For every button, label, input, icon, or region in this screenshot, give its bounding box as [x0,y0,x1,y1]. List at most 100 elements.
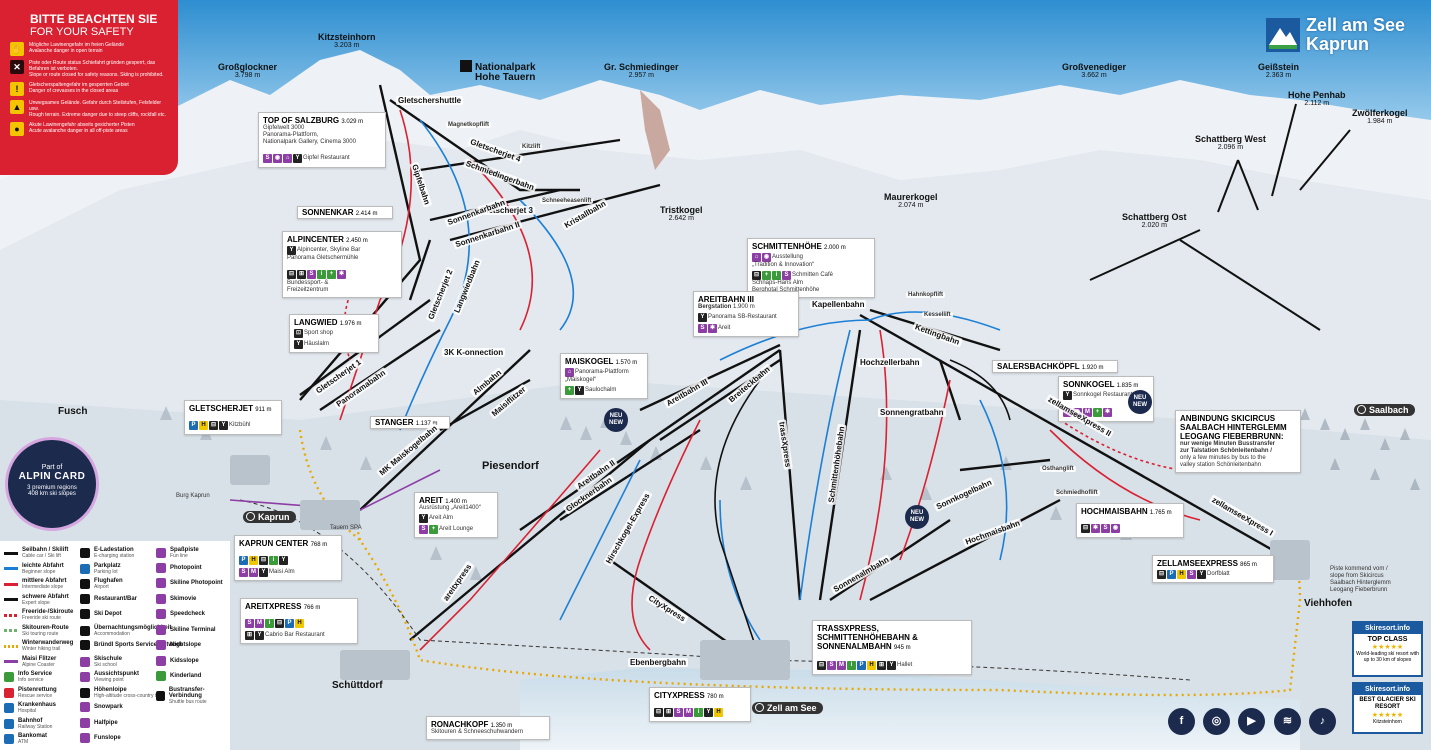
wifi-icon[interactable]: ≋ [1274,708,1301,735]
legend-line-swatch [4,660,18,663]
info-box-sonnenkar[interactable]: SONNENKAR 2.414 m [297,206,393,219]
safety-text-en: Rough terrain. Extreme danger due to ste… [29,112,166,118]
lift-label: Ebenbergbahn [628,658,689,667]
viewing-point-icon: ⌂ [283,154,292,163]
skiline-icon: S [263,154,272,163]
info-box-maiskogel[interactable]: MAISKOGEL 1.570 m ⌂Panorama-Plattform „M… [560,353,648,399]
town-marker-zell-am-see[interactable]: Zell am See [752,702,823,714]
mountain-logo-icon [1266,18,1300,52]
legend-icon-swatch [156,671,166,681]
restaurant-icon: Y [293,154,302,163]
avalanche-hand-icon: ✋ [10,42,24,56]
lift-label: Gletscherjet 3 [478,206,535,215]
lift-label: 3K K-onnection [442,348,506,357]
info-icon: i [317,270,326,279]
safety-text-en: Avalanche danger in open terrain [29,48,103,54]
info-box-top-of-salzburg[interactable]: TOP OF SALZBURG 3.029 m Gipfelwelt 3000 … [258,112,386,168]
info-box-ronachkopf[interactable]: RONACHKOPF 1.350 m Skitouren & Schneesch… [426,716,550,740]
place-label: Burg Kaprun [176,493,210,499]
legend-item: Bründl Sports Service Network [80,640,182,650]
info-box-anbindung-skicircus[interactable]: ANBINDUNG SKICIRCUS SAALBACH HINTERGLEMM… [1175,410,1301,473]
info-box-hochmaisbahn[interactable]: HOCHMAISBAHN 1.765 m ⊟✱S◉ [1076,503,1184,538]
town-marker-kaprun[interactable]: Kaprun [243,511,296,523]
parking-icon: P [189,421,198,430]
legend-icon-swatch [156,593,166,604]
legend-item: Snowpark [80,702,123,712]
legend-icon-swatch [80,640,90,650]
tiktok-icon[interactable]: ♪ [1309,708,1336,735]
legend-icon-swatch [156,562,166,573]
lift-label: Kessellift [922,312,953,318]
location-icon [755,703,764,712]
place-label: Viehhofen [1304,598,1353,609]
info-box-salersbachkoepfl[interactable]: SALERSBACHKÖPFL 1.920 m [992,360,1118,373]
skiresort-top-class-badge[interactable]: Skiresort.info TOP CLASS ★★★★★ World-lea… [1352,621,1423,677]
info-box-schmittenhoehe[interactable]: SCHMITTENHÖHE 2.000 m ⌂◉Ausstellung „Tra… [747,238,875,298]
alpin-card-badge[interactable]: Part of ALPIN CARD 3 premium regions 408… [5,437,99,531]
zell-am-see-kaprun-logo[interactable]: Zell am See Kaprun [1266,16,1405,54]
lift-label: Kitzlift [520,144,543,150]
legend-icon-swatch [4,687,14,698]
legend-icon-swatch [156,640,166,650]
legend-icon-swatch [80,593,90,604]
legend-item: Speedcheck [156,609,205,619]
legend-item: Halfpipe [80,717,118,728]
safety-panel: BITTE BEACHTEN SIE FOR YOUR SAFETY ✋ Mög… [0,0,178,175]
facebook-icon[interactable]: f [1168,708,1195,735]
legend-icon-swatch [156,655,166,666]
hiking-icon: H [199,421,208,430]
legend-icon-swatch [156,609,166,619]
place-label: Fusch [58,406,88,417]
safety-text-en: Danger of crevasses in the closed areas [29,88,119,94]
safety-item: ! Gletscherspaltengefahr im gesperrten G… [10,82,168,96]
legend-line-swatch [4,598,18,601]
place-label: Tauern SPA [330,525,362,531]
legend-item: Kidsslope [156,655,199,666]
info-box-trassxpress[interactable]: TRASSXPRESS, SCHMITTENHÖHEBAHN & SONNENA… [812,620,972,675]
town-marker-saalbach[interactable]: Saalbach [1354,404,1415,416]
safety-item: ▲ Unwegsames Gelände. Gefahr durch Steil… [10,100,168,118]
safety-item: ✋ Mögliche Lawinengefahr im freien Gelän… [10,42,168,56]
legend-item: Kinderland [156,671,201,681]
logo-line-1: Zell am See [1306,15,1406,35]
location-icon [246,512,255,521]
closed-piste-icon: ✕ [10,60,24,74]
safety-title: BITTE BEACHTEN SIE [30,12,158,26]
skiresort-best-glacier-badge[interactable]: Skiresort.info BEST GLACIER SKI RESORT ★… [1352,682,1423,734]
legend-line-swatch [4,551,18,555]
youtube-icon[interactable]: ▶ [1238,708,1265,735]
instagram-icon[interactable]: ◎ [1203,708,1230,735]
safety-text-de: Gletscherspaltengefahr im gesperrten Geb… [29,82,129,88]
legend-icon-swatch [4,718,14,729]
legend-icon-swatch [4,734,14,744]
